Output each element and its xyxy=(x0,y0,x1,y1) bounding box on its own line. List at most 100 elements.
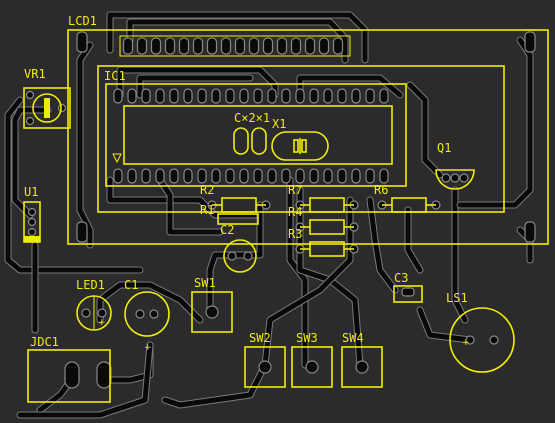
label-ls-plus: + xyxy=(462,338,470,348)
label-r6: R6 xyxy=(374,183,388,197)
jack-pad xyxy=(64,361,80,389)
lcd-pin-pad xyxy=(332,37,344,55)
label-r4: R4 xyxy=(288,205,302,219)
ic-pin-pad xyxy=(295,88,305,104)
component-pad xyxy=(243,251,253,261)
lcd-pin-pad xyxy=(234,37,246,55)
cap-pair-right xyxy=(251,127,267,155)
ic-pin-pad xyxy=(183,168,193,184)
lcd-mount-pad xyxy=(524,31,536,53)
vr-pad xyxy=(57,103,67,113)
ic-pin-pad xyxy=(337,168,347,184)
vr-pad xyxy=(25,90,35,100)
component-pad xyxy=(135,309,145,319)
ic-body xyxy=(123,105,393,165)
crystal-outline xyxy=(271,131,329,161)
ic-outline xyxy=(105,83,407,187)
component-pad xyxy=(450,173,460,183)
sw2-outline xyxy=(244,346,286,388)
r1-body xyxy=(217,213,259,225)
lcd-pin-pad xyxy=(136,37,148,55)
lcd-mount-pad xyxy=(76,31,88,53)
lcd-pin-pad xyxy=(192,37,204,55)
ic-pin-pad xyxy=(239,88,249,104)
ic-notch xyxy=(112,153,122,164)
label-vr1: VR1 xyxy=(24,67,46,81)
ic-pin-pad xyxy=(113,168,123,184)
ic-pin-pad xyxy=(169,88,179,104)
lcd-pin-pad xyxy=(206,37,218,55)
switch-pad xyxy=(355,360,369,374)
label-q1: Q1 xyxy=(437,141,451,155)
label-r7: R7 xyxy=(288,183,302,197)
ic-pin-pad xyxy=(309,88,319,104)
r2-body xyxy=(221,197,257,213)
label-r3: R3 xyxy=(288,227,302,241)
lcd-pin-pad xyxy=(262,37,274,55)
label-x1: X1 xyxy=(272,117,286,131)
ic-pin-pad xyxy=(211,168,221,184)
lcd-pin-pad xyxy=(220,37,232,55)
cap-pair-left xyxy=(233,127,249,155)
label-r2: R2 xyxy=(200,183,214,197)
ic-pin-pad xyxy=(197,88,207,104)
label-c2: C2 xyxy=(220,223,234,237)
label-c1-plus: + xyxy=(144,343,152,353)
label-sw2: SW2 xyxy=(249,331,271,345)
ic-pin-pad xyxy=(169,168,179,184)
ic-pin-pad xyxy=(281,88,291,104)
label-led1: LED1 xyxy=(76,278,105,292)
component-pad xyxy=(97,308,107,318)
lcd-window xyxy=(97,65,505,213)
switch-pad xyxy=(205,305,219,319)
lcd-pin-pad xyxy=(150,37,162,55)
label-sw1: SW1 xyxy=(194,276,216,290)
label-led-plus: + xyxy=(98,318,106,328)
silkscreen xyxy=(23,29,549,403)
ic-pin-pad xyxy=(267,168,277,184)
component-pad xyxy=(81,308,91,318)
ic-pin-pad xyxy=(267,88,277,104)
ic-pin-pad xyxy=(337,88,347,104)
label-sw4: SW4 xyxy=(342,331,364,345)
ic-pin-pad xyxy=(365,168,375,184)
r4-body xyxy=(309,219,345,235)
ic-pin-pad xyxy=(379,88,389,104)
ic-pin-pad xyxy=(141,88,151,104)
label-jdc1: JDC1 xyxy=(30,335,59,349)
component-pad xyxy=(441,173,451,183)
copper-traces xyxy=(4,11,534,419)
c2-outline xyxy=(223,239,257,273)
label-u1: U1 xyxy=(24,185,38,199)
lcd-header xyxy=(119,35,351,57)
ic-pin-pad xyxy=(225,168,235,184)
c3-pad xyxy=(401,287,415,297)
label-cap-pair: C×2×1 xyxy=(234,111,270,125)
ic-pin-pad xyxy=(323,88,333,104)
ic-pin-pad xyxy=(225,88,235,104)
ic-pin-pad xyxy=(365,88,375,104)
lcd-pin-pad xyxy=(122,37,134,55)
component-pad xyxy=(465,335,475,345)
component-pad xyxy=(149,309,159,319)
c1-outline xyxy=(124,291,170,337)
component-labels: LCD1 VR1 IC1 C×2×1 X1 Q1 U1 R2 R1 R7 R4 … xyxy=(24,14,470,353)
ic-pin-pad xyxy=(295,168,305,184)
ic-pin-pad xyxy=(379,168,389,184)
lcd-pin-pad xyxy=(248,37,260,55)
component-pad xyxy=(227,251,237,261)
lcd-mount-pad xyxy=(524,221,536,243)
lcd-pin-pad xyxy=(178,37,190,55)
label-c1: C1 xyxy=(124,278,138,292)
q1-outline xyxy=(435,169,475,190)
ic-pin-pad xyxy=(127,168,137,184)
c3-outline xyxy=(393,285,423,303)
ic-pin-pad xyxy=(155,88,165,104)
lcd-pin-pad xyxy=(290,37,302,55)
ic-pin-pad xyxy=(211,88,221,104)
label-lcd1: LCD1 xyxy=(68,14,97,28)
sw3-outline xyxy=(291,346,333,388)
solder-pads xyxy=(25,31,536,389)
lcd-pin-pad xyxy=(304,37,316,55)
label-ic1: IC1 xyxy=(104,69,126,83)
